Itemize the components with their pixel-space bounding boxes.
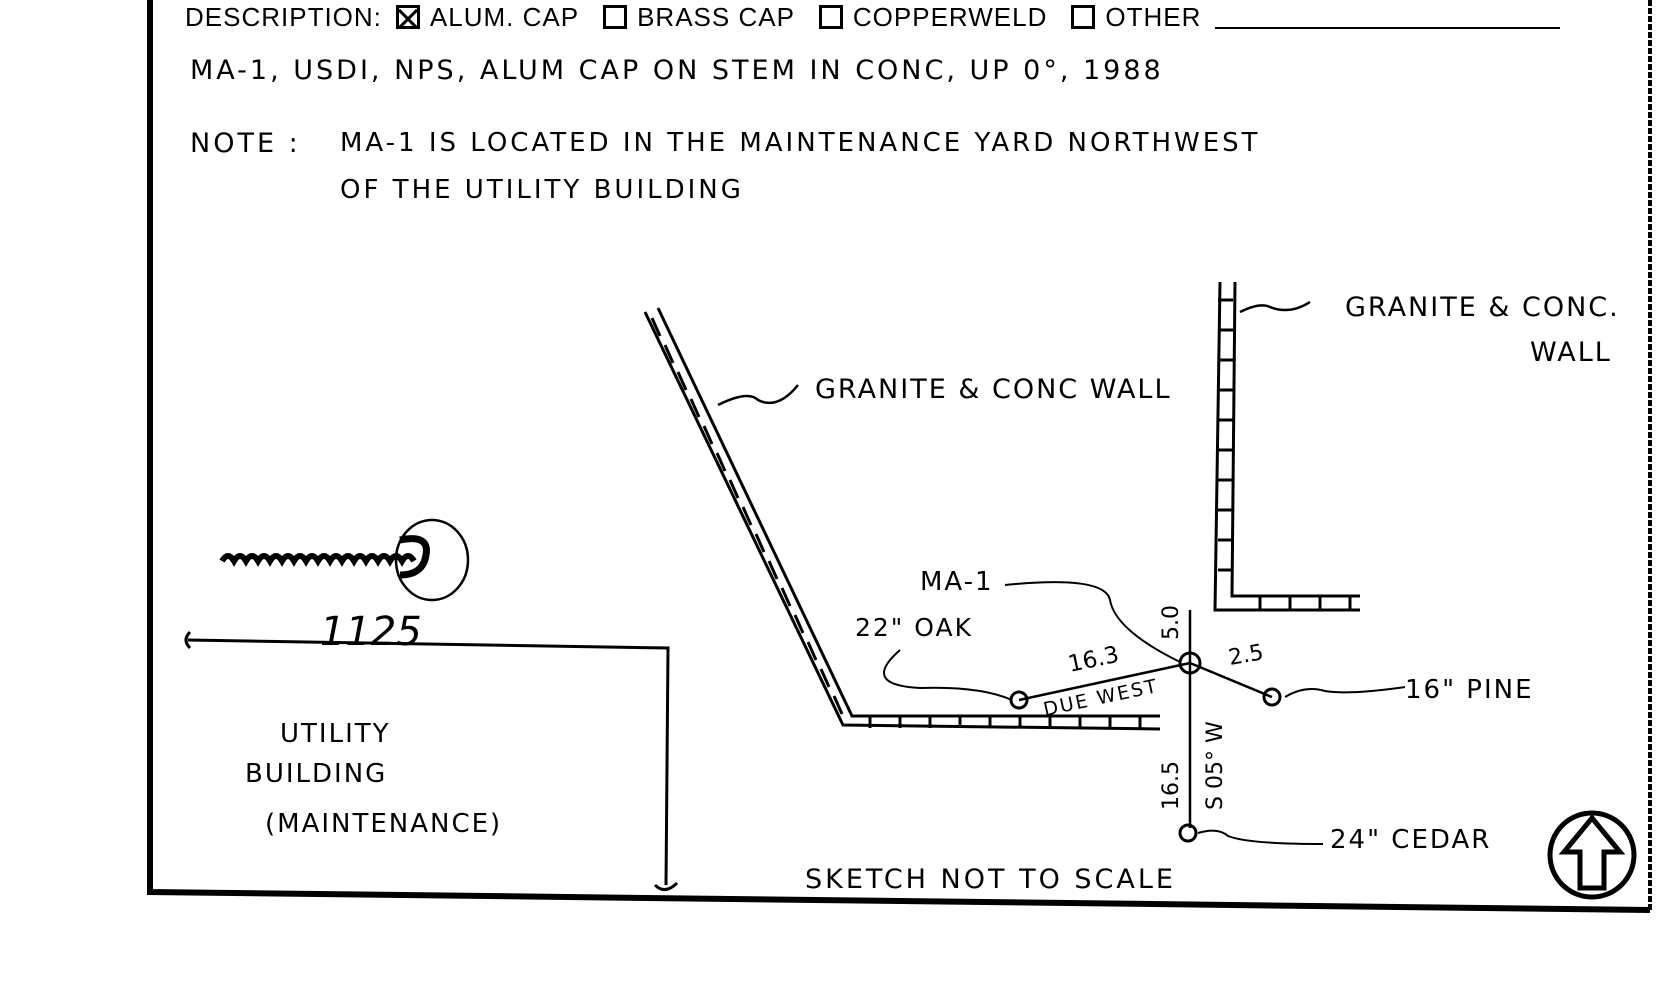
distance-cedar: 16.5 xyxy=(1159,761,1184,810)
description-label: DESCRIPTION: xyxy=(185,1,382,32)
option-alum-cap-label: ALUM. CAP xyxy=(429,1,580,32)
building-label-line-1: UTILITY xyxy=(280,719,391,749)
note-label: NOTE : xyxy=(190,128,301,159)
checkbox-checked-icon[interactable] xyxy=(395,5,420,29)
north-arrow-icon xyxy=(1547,810,1637,900)
cedar-label: 24" CEDAR xyxy=(1330,825,1491,855)
option-copperweld[interactable]: COPPERWELD xyxy=(818,1,1048,33)
right-wall-leader xyxy=(1239,300,1311,314)
distance-north: 5.0 xyxy=(1159,605,1184,640)
pine-marker xyxy=(1262,687,1282,707)
note-line-1: MA-1 IS LOCATED IN THE MAINTENANCE YARD … xyxy=(340,128,1261,158)
handwritten-mark xyxy=(219,518,470,602)
option-other-label: OTHER xyxy=(1105,1,1202,32)
utility-building-outline xyxy=(187,638,670,886)
left-wall-label: GRANITE & CONC WALL xyxy=(815,374,1172,405)
option-copperweld-label: COPPERWELD xyxy=(852,1,1048,32)
survey-ties xyxy=(883,581,1406,845)
direction-cedar: S 05° W xyxy=(1203,721,1228,810)
left-wall-leader xyxy=(717,384,799,407)
option-alum-cap[interactable]: ALUM. CAP xyxy=(395,1,580,33)
granite-wall-left xyxy=(643,307,1161,731)
option-brass-cap-label: BRASS CAP xyxy=(637,1,795,32)
description-row: DESCRIPTION: ALUM. CAP BRASS CAP COPPERW… xyxy=(185,0,1584,34)
building-label-line-2: BUILDING xyxy=(245,759,387,789)
other-blank-line[interactable] xyxy=(1215,5,1561,29)
cedar-marker xyxy=(1178,823,1198,843)
granite-wall-right xyxy=(1213,281,1360,612)
right-wall-label-2: WALL xyxy=(1530,337,1612,368)
oak-label: 22" OAK xyxy=(855,613,973,642)
station-description: MA-1, USDI, NPS, ALUM CAP ON STEM IN CON… xyxy=(190,55,1164,86)
right-wall-label-1: GRANITE & CONC. xyxy=(1345,292,1620,323)
checkbox-icon[interactable] xyxy=(1071,5,1096,29)
checkbox-icon[interactable] xyxy=(603,5,628,29)
station-label: MA-1 xyxy=(920,567,994,597)
pine-label: 16" PINE xyxy=(1405,675,1534,705)
checkbox-icon[interactable] xyxy=(818,5,843,29)
sketch-footer: SKETCH NOT TO SCALE xyxy=(805,864,1176,895)
form-border xyxy=(147,0,1651,913)
option-other[interactable]: OTHER xyxy=(1071,1,1561,33)
distance-oak: 16.3 xyxy=(1066,642,1122,678)
handwritten-number: 1125 xyxy=(320,609,422,655)
distance-pine: 2.5 xyxy=(1227,640,1266,671)
note-line-2: OF THE UTILITY BUILDING xyxy=(340,175,744,205)
building-label-line-3: (MAINTENANCE) xyxy=(265,809,502,839)
option-brass-cap[interactable]: BRASS CAP xyxy=(603,2,795,33)
